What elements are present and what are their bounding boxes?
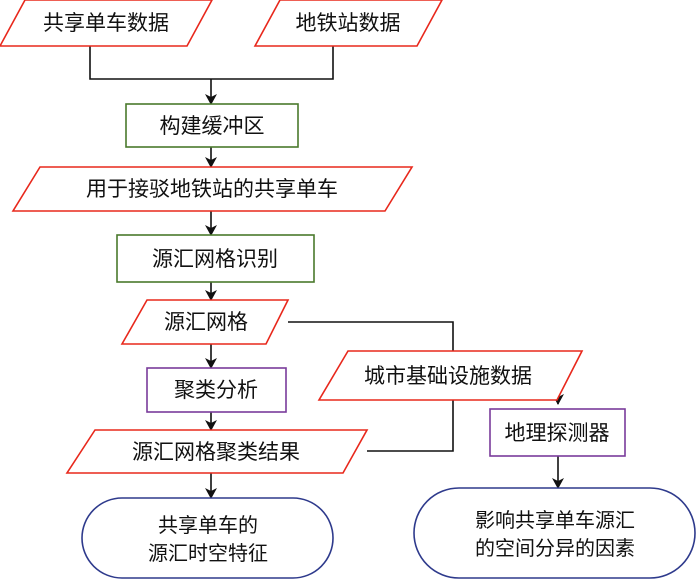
- data-parallelogram: [253, 0, 443, 47]
- node-spatiotemporal-result: 共享单车的 源汇时空特征: [81, 497, 334, 579]
- spatiotemporal-line2: 源汇时空特征: [148, 541, 268, 565]
- cluster-analysis-label: 聚类分析: [174, 378, 258, 402]
- node-buffer: 构建缓冲区: [125, 103, 299, 148]
- factors-line1: 影响共享单车源汇: [475, 508, 635, 532]
- data-parallelogram: [120, 299, 290, 345]
- node-bike-data: 共享单车数据: [0, 0, 213, 47]
- data-parallelogram: [65, 429, 369, 474]
- node-subway-data: 地铁站数据: [253, 0, 443, 47]
- buffer-label: 构建缓冲区: [160, 114, 265, 138]
- node-identify-grid: 源汇网格识别: [116, 234, 315, 283]
- geodetector-label: 地理探测器: [505, 421, 610, 445]
- identify-grid-label: 源汇网格识别: [152, 247, 278, 271]
- node-geodetector: 地理探测器: [489, 408, 626, 457]
- bikes-for-subway-label: 用于接驳地铁站的共享单车: [86, 177, 338, 201]
- result-terminal: [413, 487, 696, 579]
- bike-data-label: 共享单车数据: [43, 11, 169, 35]
- process-box: [116, 234, 315, 283]
- node-cluster-result: 源汇网格聚类结果: [65, 429, 369, 474]
- node-infrastructure-data: 城市基础设施数据: [317, 350, 584, 401]
- cluster-result-label: 源汇网格聚类结果: [132, 440, 300, 464]
- process-box: [125, 103, 299, 148]
- infrastructure-data-label: 城市基础设施数据: [364, 364, 532, 388]
- source-sink-grid-label: 源汇网格: [164, 310, 248, 334]
- factors-line2: 的空间分异的因素: [475, 536, 635, 560]
- node-cluster-analysis: 聚类分析: [146, 367, 287, 413]
- data-parallelogram: [317, 350, 584, 401]
- data-parallelogram: [0, 0, 213, 47]
- result-terminal: [81, 497, 334, 579]
- analysis-box: [146, 367, 287, 413]
- subway-data-label: 地铁站数据: [296, 11, 401, 35]
- spatiotemporal-line1: 共享单车的: [158, 513, 258, 537]
- node-source-sink-grid: 源汇网格: [120, 299, 290, 345]
- node-factors-result: 影响共享单车源汇 的空间分异的因素: [413, 487, 696, 579]
- node-bikes-for-subway: 用于接驳地铁站的共享单车: [11, 166, 414, 212]
- edge-bike-data-merge: [89, 46, 334, 80]
- analysis-box: [489, 408, 626, 457]
- data-parallelogram: [11, 166, 414, 212]
